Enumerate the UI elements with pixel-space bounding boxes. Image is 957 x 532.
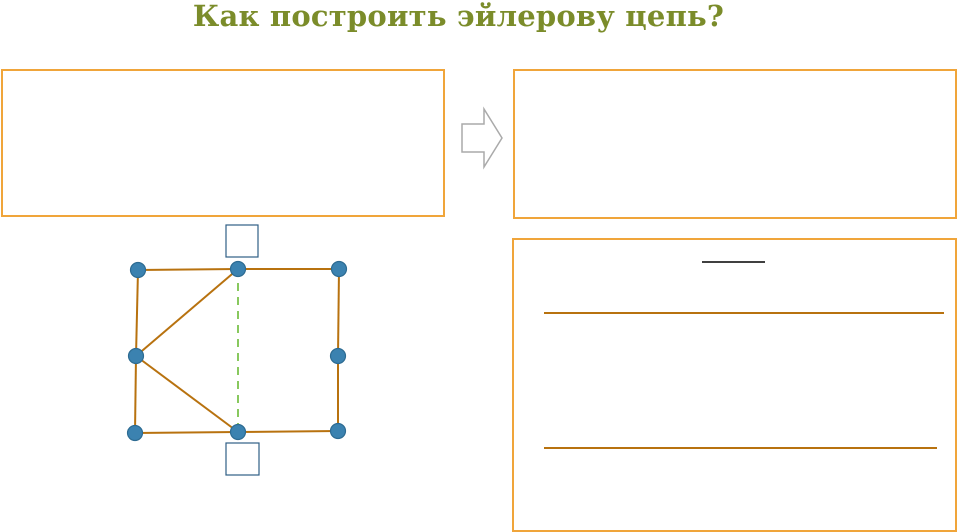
right-arrow-outline-icon <box>461 106 503 170</box>
graph-edges <box>134 268 340 434</box>
label-box-bottom <box>225 442 260 476</box>
page-title: Как построить эйлерову цепь? <box>192 0 725 33</box>
graph-edge-bottom-left-bottom-middle <box>134 431 239 434</box>
graph-edge-top-left-top-middle <box>137 268 239 271</box>
graph-vertex-bottom-middle <box>229 423 247 441</box>
graph-edge-middle-left-top-middle <box>135 268 239 357</box>
graph-edge-middle-left-bottom-middle <box>135 355 239 433</box>
graph-edge-bottom-middle-bottom-right <box>237 430 339 433</box>
graph-edge-top-left-middle-left <box>135 269 139 357</box>
graph-vertex-bottom-left <box>126 424 144 442</box>
label-box-top <box>225 224 259 258</box>
right-text-box <box>513 69 957 219</box>
graph-edge-middle-left-bottom-left <box>134 355 137 434</box>
graph-vertex-top-left <box>129 261 147 279</box>
graph-vertex-middle-left <box>127 347 145 365</box>
graph-edge-top-right-middle-right <box>337 268 340 357</box>
bottom-text-box <box>512 238 957 532</box>
graph-vertex-top-middle <box>229 260 247 278</box>
graph-vertex-bottom-right <box>329 422 347 440</box>
left-text-box <box>1 69 445 217</box>
graph-vertex-top-right <box>330 260 348 278</box>
graph-vertices <box>126 260 348 442</box>
graph-vertex-middle-right <box>329 347 347 365</box>
